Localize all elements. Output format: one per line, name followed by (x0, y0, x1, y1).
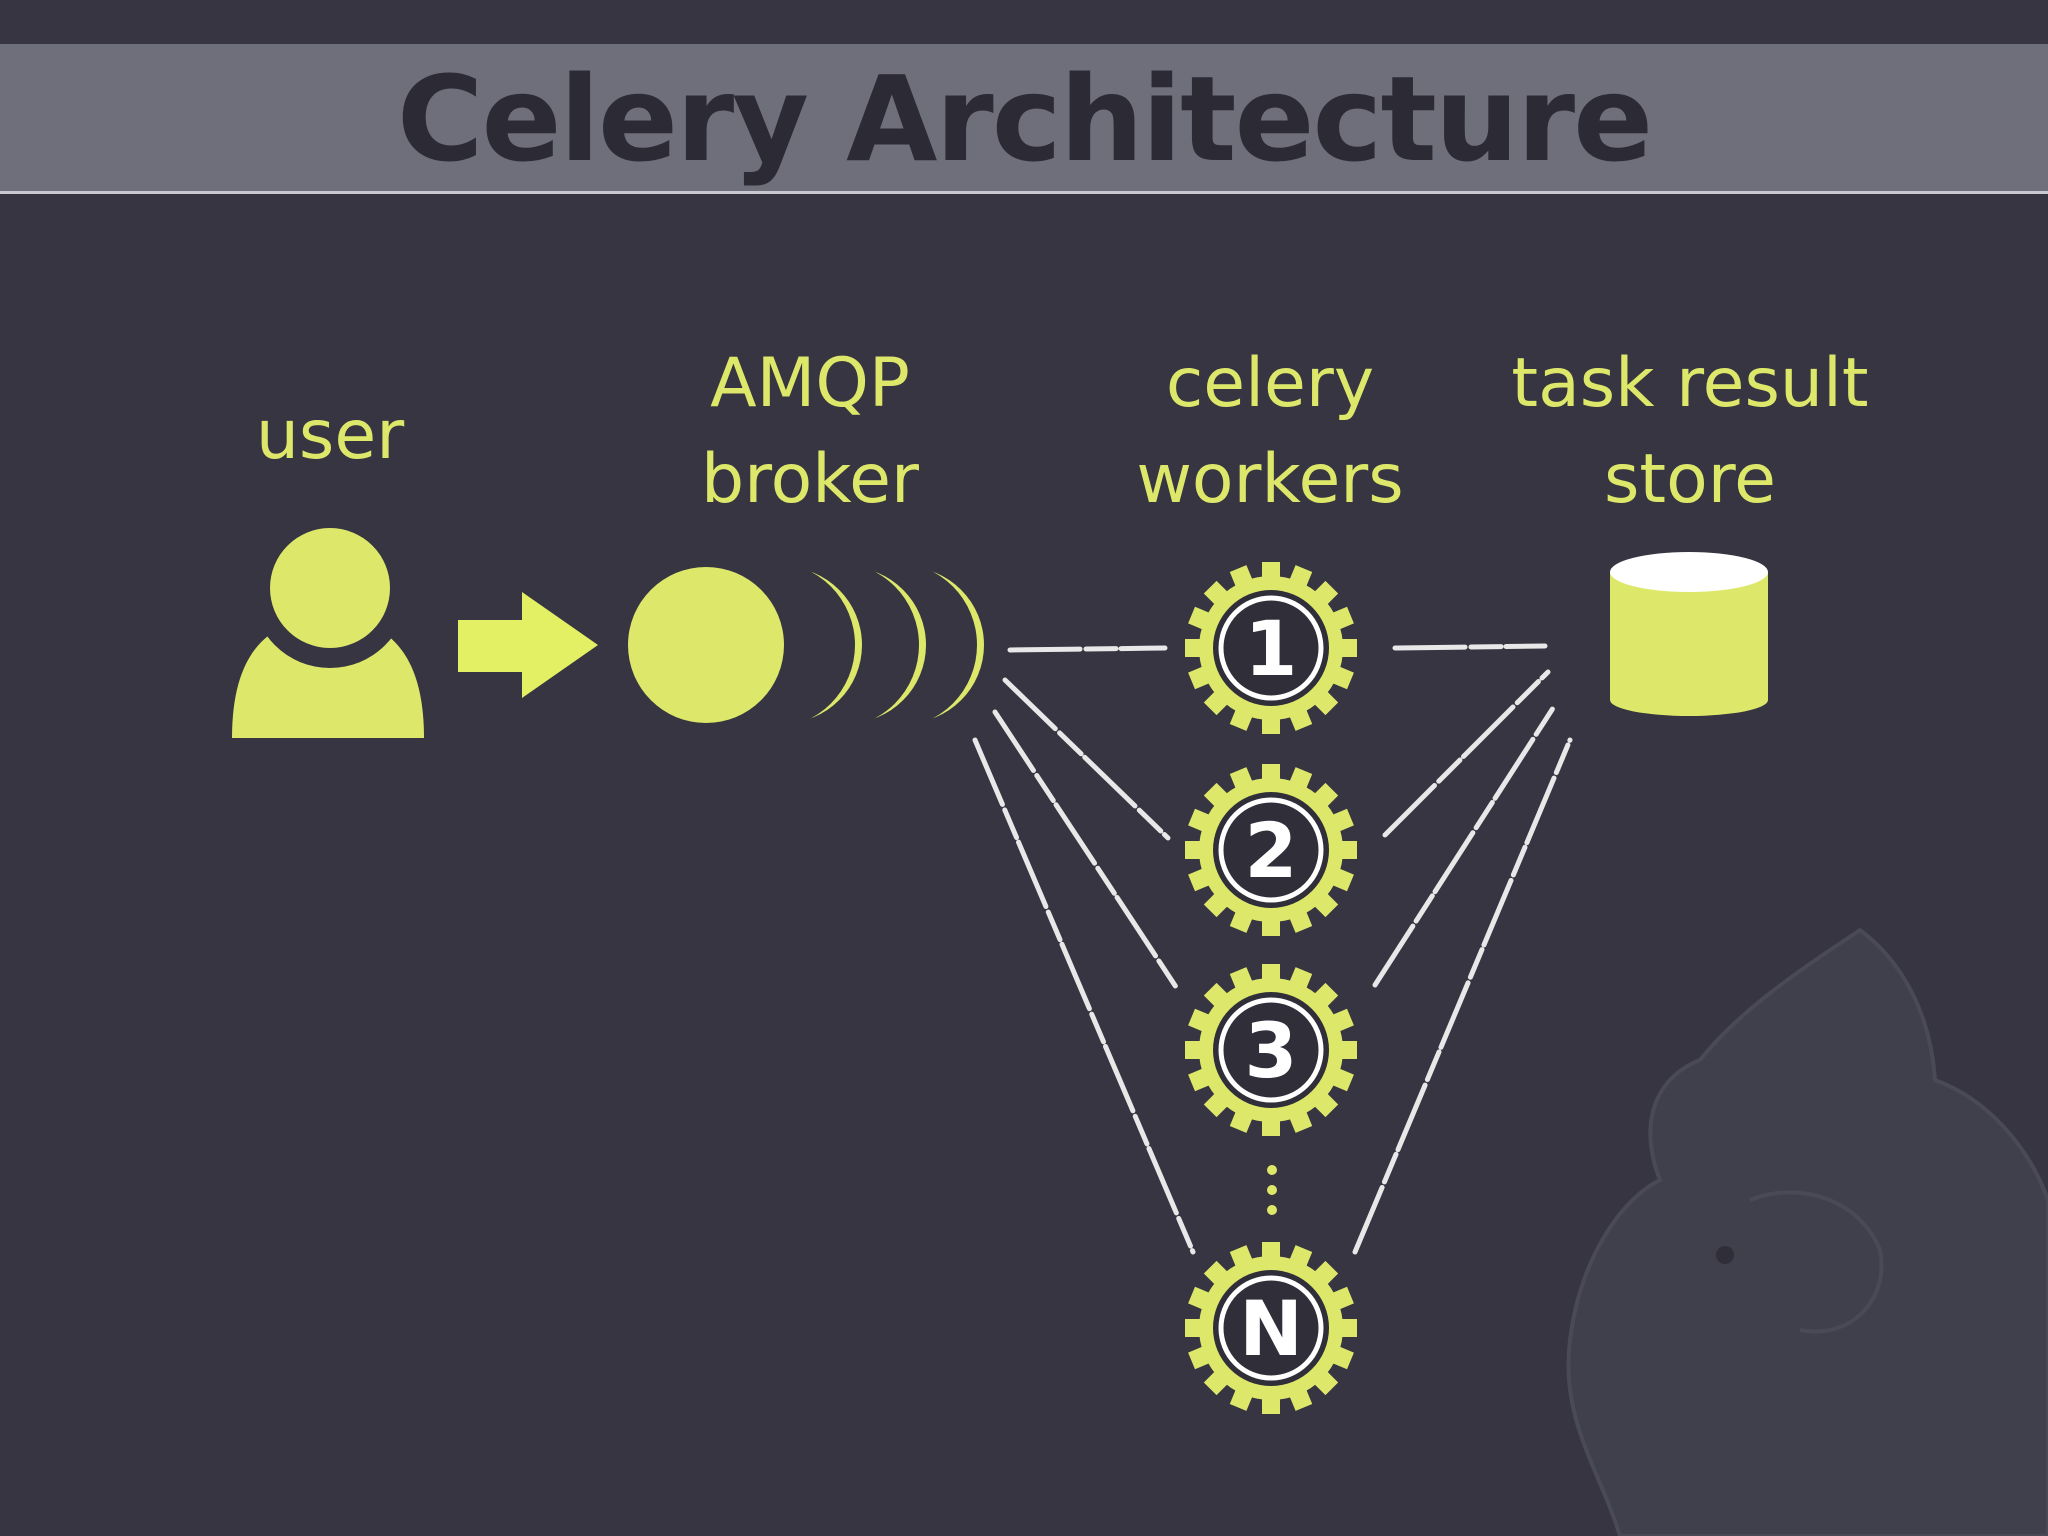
store-label-line-1: task result (1511, 344, 1869, 423)
connector-line (1352, 737, 1573, 1255)
connector-line (1392, 643, 1548, 651)
connector-line (992, 709, 1181, 993)
worker-number: 3 (1245, 1006, 1298, 1095)
queue-icon (628, 562, 984, 728)
broker-label: AMQP broker (640, 336, 980, 528)
title-bar: Celery Architecture (0, 44, 2048, 194)
celery-mascot-icon (1566, 927, 2048, 1536)
page-title: Celery Architecture (396, 50, 1653, 188)
worker-number: 2 (1245, 806, 1298, 895)
connector-line (1382, 669, 1551, 838)
worker-number: N (1239, 1284, 1303, 1373)
user-label-line: user (255, 396, 405, 475)
worker-number: 1 (1245, 604, 1298, 693)
store-label: task result store (1480, 336, 1900, 528)
gear-icon: N (1185, 1242, 1357, 1414)
worker-gears: 1 2 3N (1185, 562, 1357, 1414)
workers-label-line-1: celery (1165, 344, 1375, 423)
gear-icon: 3 (1185, 964, 1357, 1136)
person-icon (232, 512, 424, 738)
store-label-line-2: store (1604, 440, 1776, 519)
database-icon (1610, 552, 1768, 716)
gear-icon: 2 (1185, 764, 1357, 936)
broker-label-line-2: broker (701, 440, 919, 519)
connector-line (1007, 645, 1168, 653)
broker-label-line-1: AMQP (710, 344, 910, 423)
connector-line (972, 737, 1196, 1255)
connector-line (1002, 677, 1171, 841)
workers-label: celery workers (1110, 336, 1430, 528)
connector-line (1372, 702, 1558, 988)
vertical-dots-icon (1267, 1165, 1277, 1215)
connector-lines (972, 643, 1573, 1255)
arrow-right-icon (458, 592, 598, 698)
user-label: user (190, 388, 470, 484)
workers-label-line-2: workers (1136, 440, 1404, 519)
gear-icon: 1 (1185, 562, 1357, 734)
